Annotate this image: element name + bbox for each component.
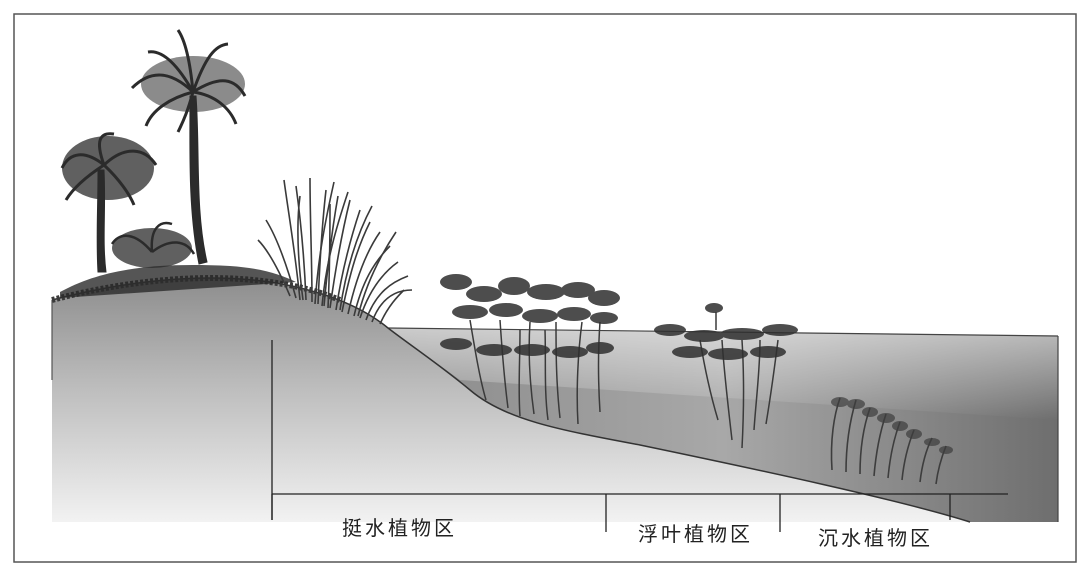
floating-leaf-plants [440,274,798,449]
zone-label-emergent: 挺水植物区 [342,516,457,540]
submerged-plants [830,397,953,485]
zone-label-submerged: 沉水植物区 [818,526,933,550]
zone-boundaries [271,340,1008,532]
emergent-reeds [257,177,413,325]
palm-trees [60,29,296,298]
figure-frame [13,13,1077,563]
zone-label-floating-leaf: 浮叶植物区 [638,522,753,546]
